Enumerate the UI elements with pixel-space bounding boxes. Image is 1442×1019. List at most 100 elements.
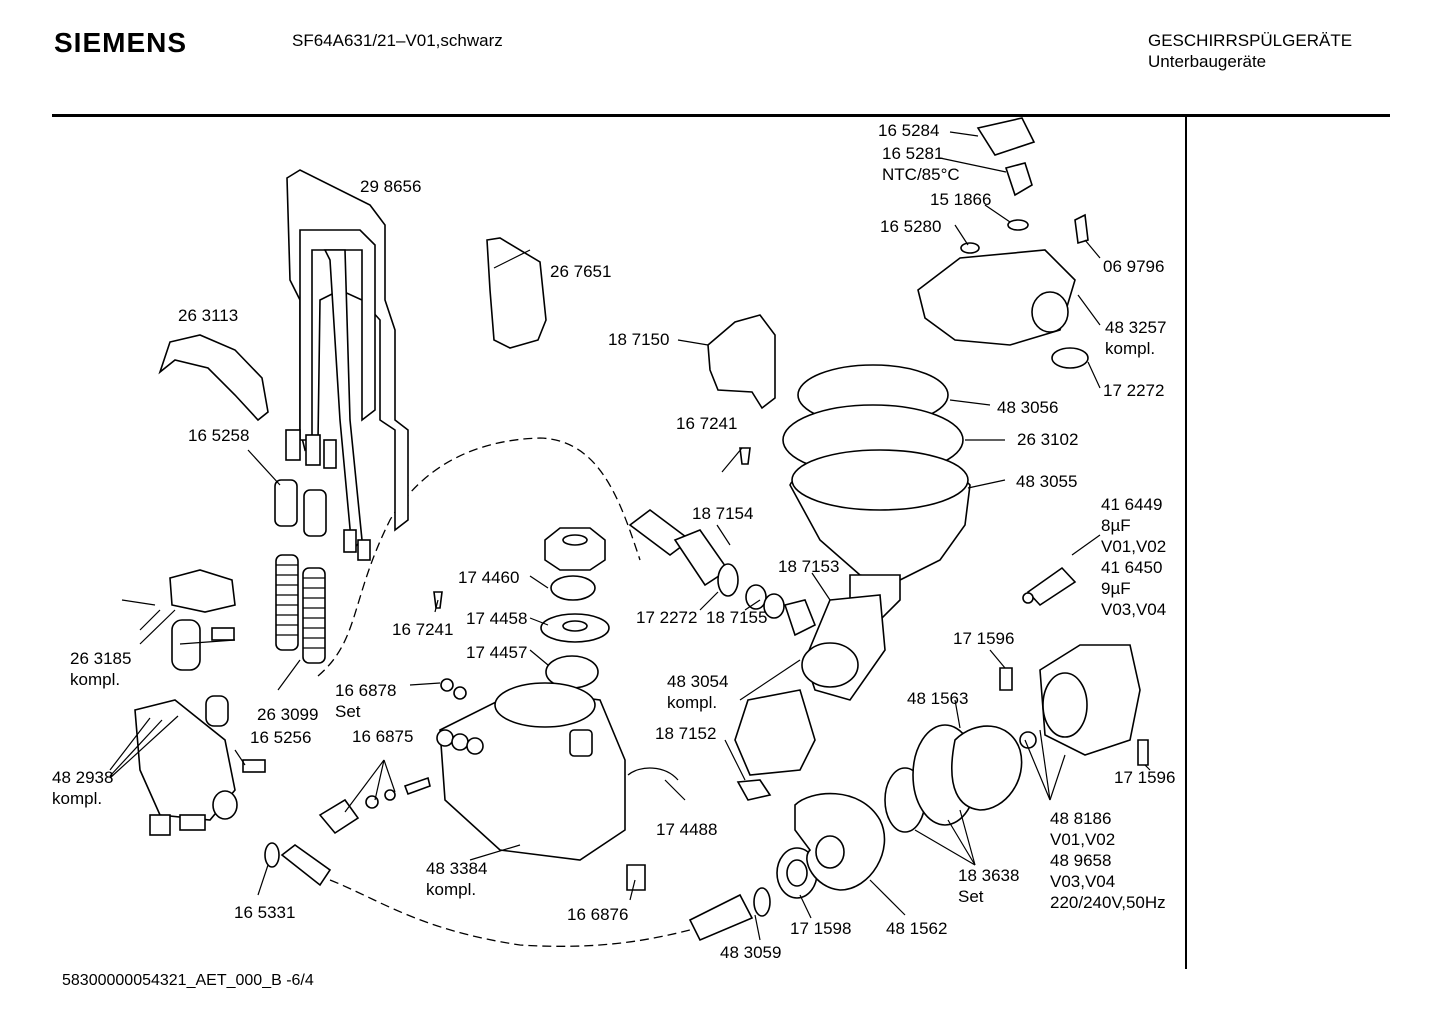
circulation-pump-cover (951, 725, 1023, 811)
part-number-label: 16 6878 (335, 681, 396, 700)
part-number-label: 18 7154 (692, 504, 753, 523)
capacitor (1022, 566, 1077, 607)
water-softener (436, 682, 626, 861)
part-number-label: 41 6449 (1101, 495, 1162, 514)
part-number-label: 26 7651 (550, 262, 611, 281)
part-number-label: 16 6876 (567, 905, 628, 924)
part-number-label: NTC/85°C (882, 165, 960, 184)
part-number-label: 48 3054 (667, 672, 728, 691)
part-number-label: kompl. (1105, 339, 1155, 358)
category-subtitle: Unterbaugeräte (1148, 52, 1267, 71)
part-number-label: V01,V02 (1050, 830, 1115, 849)
brand-logo: SIEMENS (54, 27, 188, 58)
part-number-label: 26 3185 (70, 649, 131, 668)
pump-housing (794, 792, 886, 891)
part-number-label: 18 7152 (655, 724, 716, 743)
right-divider (1185, 117, 1187, 969)
part-number-label: 17 1596 (1114, 768, 1175, 787)
part-number-label: Set (958, 887, 984, 906)
part-number-label: 48 9658 (1050, 851, 1111, 870)
part-number-label: 15 1866 (930, 190, 991, 209)
sump-nut (544, 527, 606, 571)
part-number-label: 220/240V,50Hz (1050, 893, 1166, 912)
part-number-label: 48 3059 (720, 943, 781, 962)
part-number-label: 41 6450 (1101, 558, 1162, 577)
hose-connection-line (317, 437, 641, 677)
part-number-label: 16 5281 (882, 144, 943, 163)
part-number-label: 17 4488 (656, 820, 717, 839)
part-number-label: 29 8656 (360, 177, 421, 196)
part-number-label: 16 5331 (234, 903, 295, 922)
drain-outlet (688, 887, 771, 942)
part-number-label: 16 5284 (878, 121, 939, 140)
part-number-label: 48 3257 (1105, 318, 1166, 337)
part-number-label: Set (335, 702, 361, 721)
part-number-label: 8µF (1101, 516, 1131, 535)
connector-pieces (745, 584, 817, 637)
part-number-label: 48 3384 (426, 859, 487, 878)
part-number-label: 48 1562 (886, 919, 947, 938)
part-number-label: 26 3113 (178, 306, 238, 325)
category-title: GESCHIRRSPÜLGERÄTE (1148, 31, 1353, 50)
small-parts-set (440, 678, 467, 700)
hose-sleeves (274, 479, 327, 537)
drain-hose-start (264, 842, 332, 887)
valve-parts (318, 776, 431, 835)
part-number-label: 17 4460 (458, 568, 519, 587)
seal-ring-174460 (550, 575, 596, 601)
part-number-label: 16 7241 (392, 620, 453, 639)
hose-clamp-172272 (717, 563, 739, 597)
sump-assembly (782, 364, 971, 621)
part-number-label: 16 5258 (188, 426, 249, 445)
heater-sensor-assembly (917, 117, 1089, 369)
part-number-label: kompl. (426, 880, 476, 899)
part-number-label: 17 1596 (953, 629, 1014, 648)
drain-connection-line (329, 879, 691, 947)
part-number-label: V03,V04 (1050, 872, 1115, 891)
part-number-label: 26 3099 (257, 705, 318, 724)
part-number-label: V03,V04 (1101, 600, 1166, 619)
part-number-label: 48 8186 (1050, 809, 1111, 828)
part-number-label: 18 7153 (778, 557, 839, 576)
part-number-label: 17 4458 (466, 609, 527, 628)
part-number-label: V01,V02 (1101, 537, 1166, 556)
part-number-label: 16 7241 (676, 414, 737, 433)
part-number-label: kompl. (52, 789, 102, 808)
header-divider (52, 114, 1390, 117)
part-labels: 29 8656 26 7651 26 3113 18 7150 16 5258 16 72… (52, 121, 1175, 962)
model-number: SF64A631/21–V01,schwarz (292, 31, 503, 50)
part-number-label: 48 3056 (997, 398, 1058, 417)
part-number-label: 18 7150 (608, 330, 669, 349)
part-number-label: 17 1598 (790, 919, 851, 938)
part-number-label: 9µF (1101, 579, 1131, 598)
document-id: 58300000054321_AET_000_B -6/4 (62, 972, 314, 989)
part-number-label: 16 5280 (880, 217, 941, 236)
part-number-label: 16 6875 (352, 727, 413, 746)
clip-166876 (626, 864, 646, 891)
seal-strip (627, 767, 679, 781)
part-number-label: 06 9796 (1103, 257, 1164, 276)
pump-connection-pipe (801, 594, 886, 701)
seal-plate (540, 613, 610, 643)
part-number-label: 48 3055 (1016, 472, 1077, 491)
drain-pump (734, 689, 816, 776)
inlet-valve-assembly (134, 695, 266, 836)
cover-part (158, 334, 269, 422)
rinse-aid-funnel (486, 237, 547, 349)
screw-top (739, 447, 751, 465)
clip-171596-top (999, 667, 1013, 691)
part-number-label: 26 3102 (1017, 430, 1078, 449)
part-number-label: 17 2272 (1103, 381, 1164, 400)
water-distributor-frame (285, 169, 409, 561)
part-number-label: 17 4457 (466, 643, 527, 662)
sump-cover (707, 314, 776, 410)
clip-187152 (736, 779, 772, 801)
clip-171596-right (1137, 739, 1149, 766)
circulation-pump-motor (1019, 644, 1141, 756)
part-number-label: 18 3638 (958, 866, 1019, 885)
part-number-label: 48 1563 (907, 689, 968, 708)
leader-lines (109, 131, 1151, 941)
part-number-label: kompl. (70, 670, 120, 689)
spring-hoses (275, 554, 326, 664)
